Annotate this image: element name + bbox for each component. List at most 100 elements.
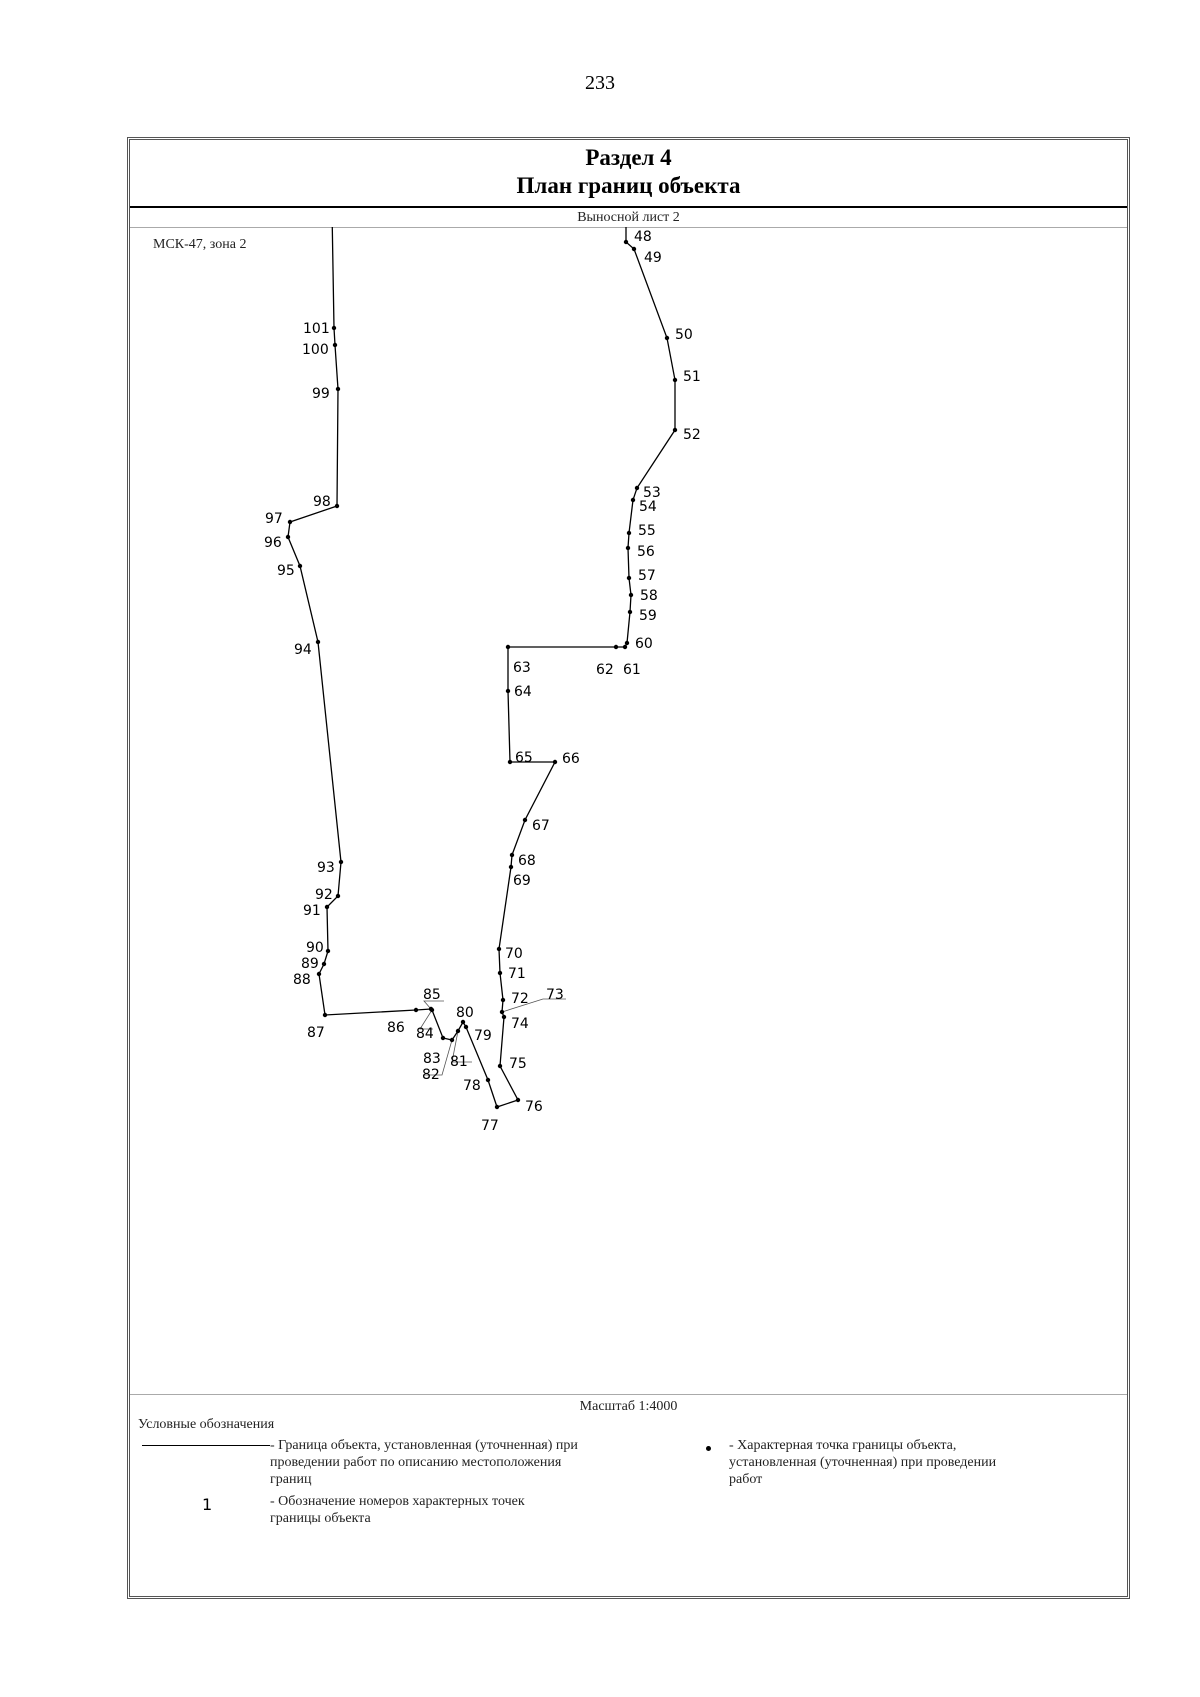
point-label-90: 90	[306, 940, 324, 956]
legend-point-number-symbol: 1	[202, 1495, 213, 1514]
point-label-75: 75	[509, 1056, 527, 1072]
object-boundary-line	[287, 227, 676, 1108]
point-label-72: 72	[511, 991, 529, 1007]
point-label-52: 52	[683, 427, 701, 443]
boundary-point-61	[622, 644, 628, 650]
boundary-point-75	[497, 1063, 503, 1069]
legend-point-text: - Характерная точка границы объекта, уст…	[729, 1438, 997, 1487]
point-label-95: 95	[277, 563, 295, 579]
point-label-61: 61	[623, 662, 641, 678]
point-label-88: 88	[293, 972, 311, 988]
point-label-57: 57	[638, 568, 656, 584]
label-leader-3	[451, 1030, 472, 1063]
point-label-79: 79	[474, 1028, 492, 1044]
boundary-point-95	[297, 563, 303, 569]
boundary-point-62	[613, 644, 619, 650]
point-label-65: 65	[515, 750, 533, 766]
boundary-point-73	[499, 1009, 505, 1015]
boundary-point-93	[338, 859, 344, 865]
boundary-point-54	[630, 497, 636, 503]
point-label-56: 56	[637, 544, 655, 560]
plan-title: План границ объекта	[516, 173, 741, 198]
point-label-74: 74	[511, 1016, 529, 1032]
point-label-80: 80	[456, 1005, 474, 1021]
map-sheet-frame: Раздел 4 План границ объекта Выносной ли…	[127, 137, 1130, 1599]
point-label-59: 59	[639, 608, 657, 624]
boundary-point-70	[496, 946, 502, 952]
point-label-100: 100	[302, 342, 329, 358]
point-label-84: 84	[416, 1026, 434, 1042]
legend-point-number-text: - Обозначение номеров характерных точек …	[270, 1494, 525, 1526]
boundary-point-53	[634, 485, 640, 491]
boundary-point-48	[623, 239, 629, 245]
boundary-point-92	[335, 893, 341, 899]
boundary-point-96	[285, 534, 291, 540]
boundary-point-71	[497, 970, 503, 976]
point-label-68: 68	[518, 853, 536, 869]
point-label-93: 93	[317, 860, 335, 876]
legend-point-symbol	[706, 1446, 711, 1451]
point-label-51: 51	[683, 369, 701, 385]
boundary-point-88	[316, 971, 322, 977]
boundary-point-98	[334, 503, 340, 509]
boundary-point-77	[494, 1104, 500, 1110]
point-label-67: 67	[532, 818, 550, 834]
section-title: Раздел 4	[585, 145, 672, 170]
point-label-49: 49	[644, 250, 662, 266]
boundary-point-83	[440, 1035, 446, 1041]
sheet-subtitle: Выносной лист 2	[130, 208, 1127, 228]
boundary-point-99	[335, 386, 341, 392]
point-label-64: 64	[514, 684, 532, 700]
boundary-point-51	[672, 377, 678, 383]
boundary-points	[285, 239, 678, 1110]
point-label-48: 48	[634, 229, 652, 245]
boundary-point-78	[485, 1077, 491, 1083]
point-label-97: 97	[265, 511, 283, 527]
boundary-point-50	[664, 335, 670, 341]
boundary-point-64	[505, 688, 511, 694]
boundary-point-79	[463, 1024, 469, 1030]
point-label-50: 50	[675, 327, 693, 343]
boundary-point-72	[500, 997, 506, 1003]
boundary-point-86	[413, 1007, 419, 1013]
boundary-point-63	[505, 644, 511, 650]
label-leader-4	[424, 1039, 453, 1076]
map-scale: Масштаб 1:4000	[579, 1399, 678, 1414]
boundary-point-82	[449, 1037, 455, 1043]
boundary-point-49	[631, 246, 637, 252]
point-label-78: 78	[463, 1078, 481, 1094]
point-label-70: 70	[505, 946, 523, 962]
boundary-point-60	[624, 640, 630, 646]
boundary-point-58	[628, 592, 634, 598]
label-leader-lines	[419, 998, 566, 1076]
legend-boundary-line-text: - Граница объекта, установленная (уточне…	[270, 1438, 578, 1487]
boundary-point-81	[455, 1028, 461, 1034]
point-label-69: 69	[513, 873, 531, 889]
point-label-94: 94	[294, 642, 312, 658]
boundary-point-101	[331, 325, 337, 331]
boundary-point-76	[515, 1097, 521, 1103]
boundary-point-90	[325, 948, 331, 954]
point-label-82: 82	[422, 1067, 440, 1083]
legend-title: Условные обозначения	[138, 1417, 275, 1432]
point-label-60: 60	[635, 636, 653, 652]
boundary-point-68	[509, 852, 515, 858]
boundary-point-89	[321, 961, 327, 967]
boundary-point-97	[287, 519, 293, 525]
boundary-point-91	[324, 904, 330, 910]
boundary-point-69	[508, 864, 514, 870]
point-label-83: 83	[423, 1051, 441, 1067]
boundary-point-74	[501, 1014, 507, 1020]
point-label-55: 55	[638, 523, 656, 539]
label-leader-1	[423, 1000, 444, 1010]
boundary-point-94	[315, 639, 321, 645]
point-label-53: 53	[643, 485, 661, 501]
point-label-89: 89	[301, 956, 319, 972]
point-label-101: 101	[303, 321, 330, 337]
point-label-86: 86	[387, 1020, 405, 1036]
point-label-54: 54	[639, 499, 657, 515]
point-label-96: 96	[264, 535, 282, 551]
point-label-71: 71	[508, 966, 526, 982]
point-label-91: 91	[303, 903, 321, 919]
